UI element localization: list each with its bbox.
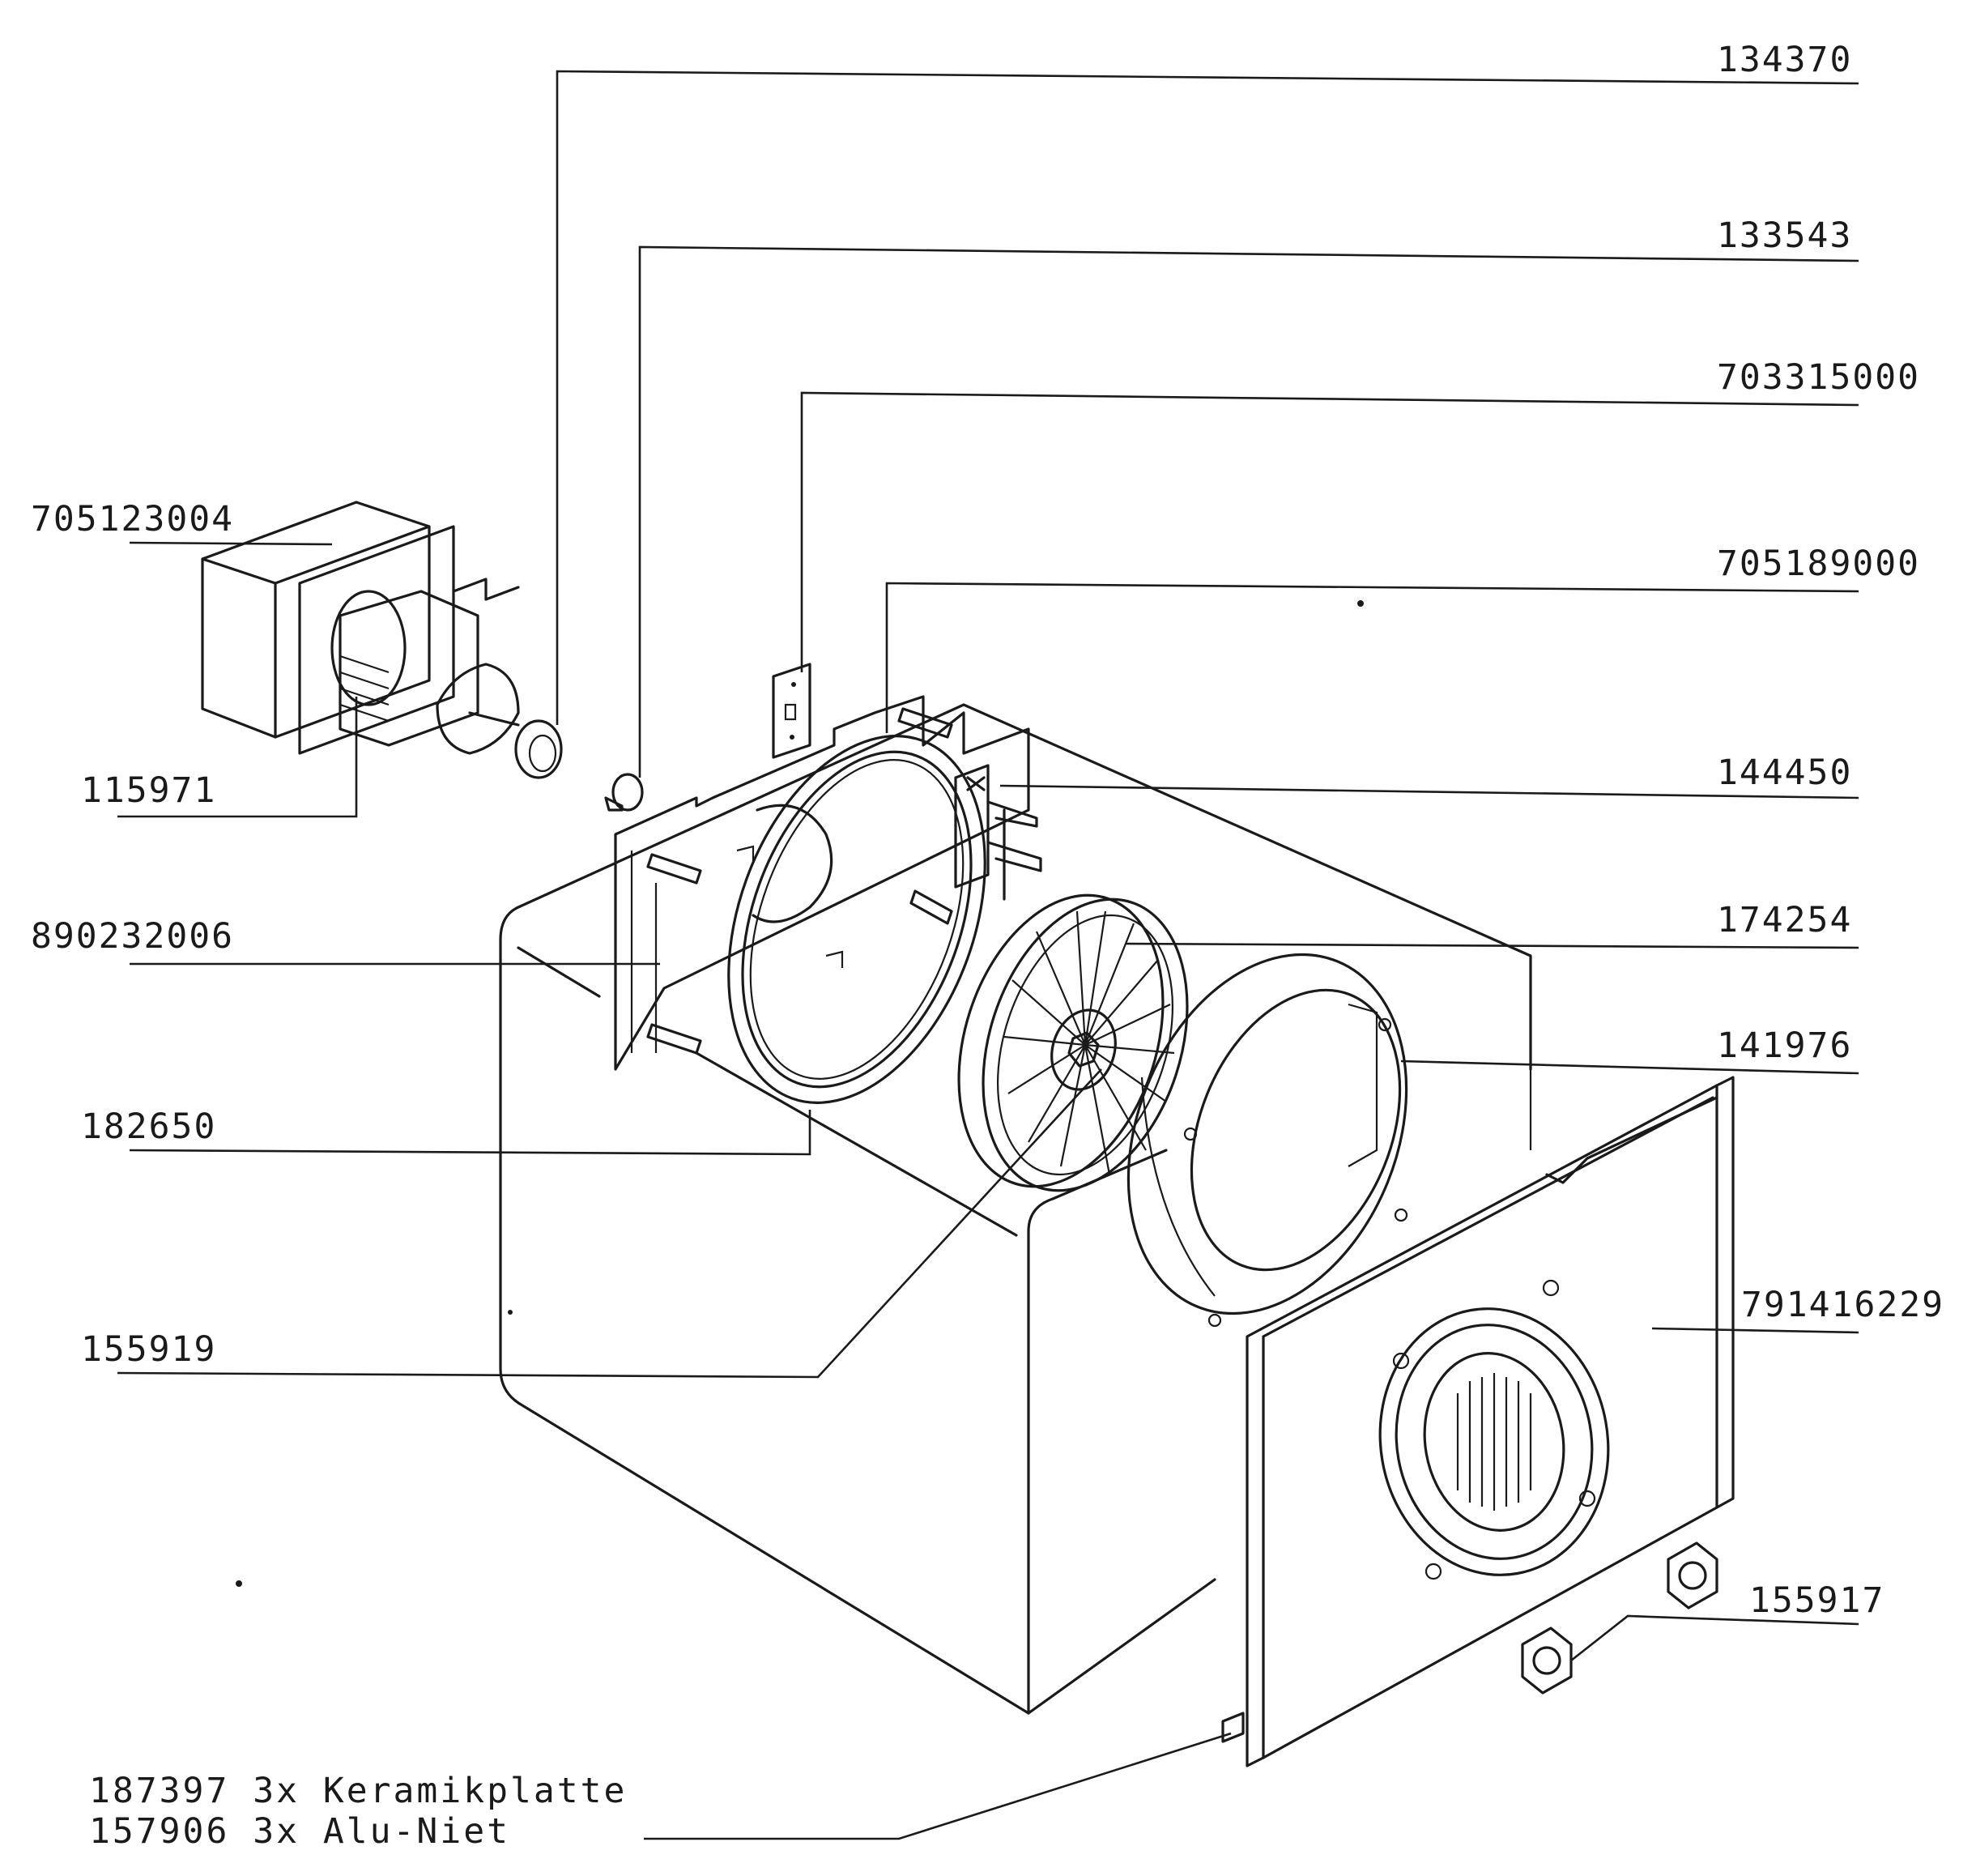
label-115971: 115971: [81, 770, 216, 811]
note-alu-niet: 157906 3x Alu-Niet: [89, 1811, 510, 1852]
parts-notes: 187397 3x Keramikplatte 157906 3x Alu-Ni…: [89, 1771, 627, 1852]
label-155919: 155919: [81, 1329, 216, 1370]
label-182650: 182650: [81, 1106, 216, 1147]
label-141976: 141976: [1717, 1025, 1852, 1066]
label-174254: 174254: [1717, 900, 1852, 940]
heating-ring: [727, 735, 986, 1104]
scan-specks: [236, 600, 1364, 1587]
label-703315000: 703315000: [1717, 357, 1920, 398]
housing-box: [499, 703, 1532, 1715]
part-labels: 134370 133543 703315000 705123004 705189…: [31, 40, 1944, 1621]
note-keramikplatte: 187397 3x Keramikplatte: [89, 1771, 627, 1811]
nuts: [1521, 1541, 1718, 1695]
mounting-bracket: [614, 695, 1030, 1071]
fan-wheel: [957, 893, 1189, 1192]
front-cover: [1246, 1076, 1735, 1767]
label-890232006: 890232006: [31, 916, 234, 957]
leader-lines: [117, 70, 1859, 1840]
terminal-plate: [772, 663, 811, 759]
insulating-ring: [1126, 953, 1408, 1328]
motor-assembly: [201, 501, 644, 812]
label-705123004: 705123004: [31, 499, 234, 539]
label-791416229: 791416229: [1741, 1285, 1944, 1325]
label-155917: 155917: [1749, 1580, 1884, 1621]
label-144450: 144450: [1717, 753, 1852, 793]
label-133543: 133543: [1717, 215, 1852, 256]
ceramic-plate-clip: [1221, 1712, 1245, 1743]
label-134370: 134370: [1717, 40, 1852, 80]
label-705189000: 705189000: [1717, 544, 1920, 584]
